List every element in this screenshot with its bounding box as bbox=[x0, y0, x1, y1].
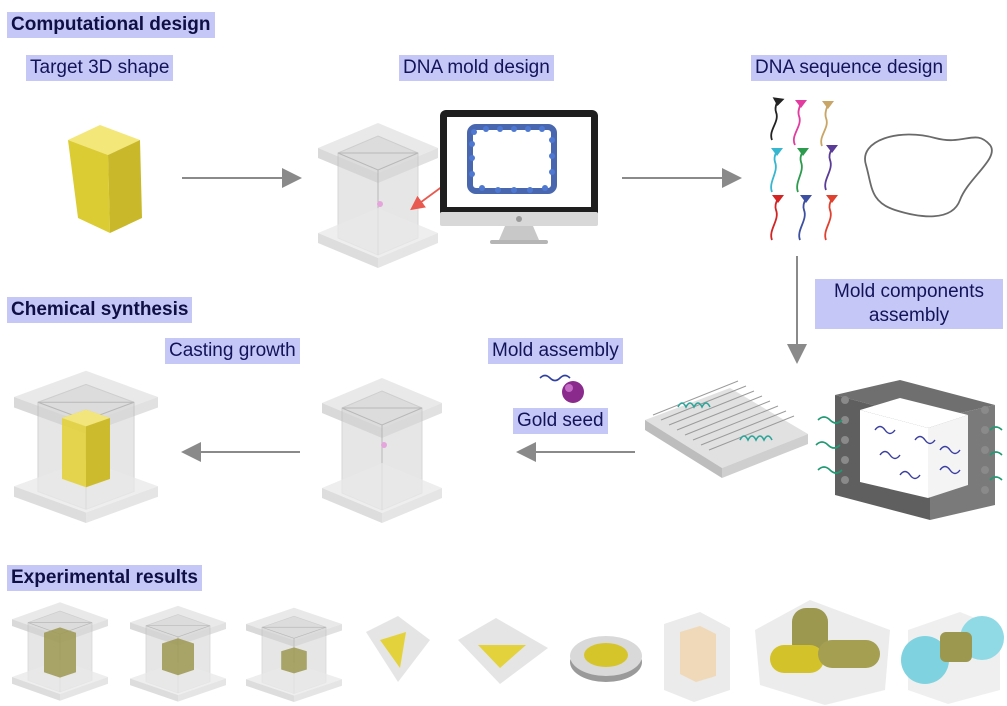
result-triangle-1 bbox=[366, 616, 430, 682]
monitor-icon bbox=[440, 110, 598, 244]
mold-gold-growth-icon bbox=[13, 370, 159, 524]
label-casting-growth: Casting growth bbox=[165, 338, 300, 364]
section-experimental-results: Experimental results bbox=[7, 565, 202, 591]
label-target-3d-shape: Target 3D shape bbox=[26, 55, 174, 81]
gold-cuboid-icon bbox=[68, 125, 142, 233]
label-mold-components-line2: assembly bbox=[868, 305, 950, 326]
label-dna-sequence-design: DNA sequence design bbox=[751, 55, 948, 81]
dna-frame-icon bbox=[815, 380, 1003, 520]
section-chemical-synthesis: Chemical synthesis bbox=[7, 297, 193, 323]
result-cuboid-2 bbox=[129, 605, 227, 702]
result-dimer bbox=[901, 612, 1004, 704]
result-triangle-2 bbox=[458, 618, 548, 684]
label-mold-assembly: Mold assembly bbox=[488, 338, 623, 364]
dna-strand-icon bbox=[770, 99, 833, 241]
label-dna-mold-design: DNA mold design bbox=[399, 55, 554, 81]
dna-mold-icon bbox=[317, 122, 439, 269]
label-mold-components-line1: Mold components bbox=[834, 281, 984, 302]
result-disk bbox=[570, 636, 642, 682]
label-mold-components-assembly: Mold components assembly bbox=[815, 279, 1003, 329]
result-cuboid-3 bbox=[245, 607, 343, 703]
result-cube-light bbox=[664, 612, 730, 702]
section-computational-design: Computational design bbox=[7, 12, 215, 38]
gold-seed-icon bbox=[539, 374, 584, 403]
result-cuboid-1 bbox=[11, 601, 109, 702]
dna-plate-icon bbox=[645, 380, 808, 478]
scaffold-loop-icon bbox=[864, 133, 993, 218]
label-gold-seed: Gold seed bbox=[513, 408, 608, 434]
result-tripod bbox=[755, 600, 890, 705]
mold-with-seed-icon bbox=[321, 377, 443, 524]
